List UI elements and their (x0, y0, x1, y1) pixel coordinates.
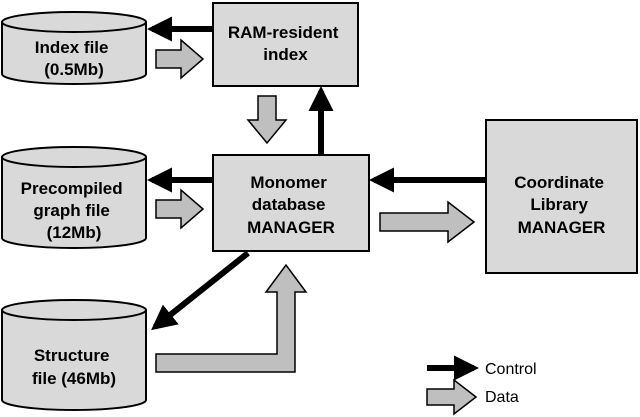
monomer-label-line1: Monomer (250, 173, 327, 192)
ram-resident-index-box: RAM-resident index (212, 2, 359, 87)
ram-index-label-line1: RAM-resident (228, 23, 339, 42)
coordinate-label-line2: Library (530, 195, 588, 214)
svg-text:Monomer database M: Monomer database MANAGER (247, 173, 335, 237)
data-arrow-structure-to-monomer (155, 263, 308, 373)
ram-index-label-line2: index (263, 45, 308, 64)
coordinate-label-line3: MANAGER (518, 218, 606, 237)
legend-data-arrow-icon (426, 378, 478, 416)
index-file-label-line2: (0.5Mb) (44, 60, 104, 79)
coordinate-label-line1: Coordinate (514, 173, 604, 192)
monomer-database-manager-box: Monomer database MANAGER (212, 154, 370, 252)
svg-text:RAM-resident index: RAM-resident index (228, 23, 343, 64)
svg-text:Structure file (46Mb): Structure file (46Mb) (32, 346, 116, 388)
structure-file-cylinder: Structure file (46Mb) (0, 299, 147, 411)
structure-label-line2: file (46Mb) (32, 369, 116, 388)
index-file-label-line1: Index file (35, 38, 109, 57)
structure-label-line1: Structure (34, 346, 110, 365)
monomer-label-line3: MANAGER (247, 218, 335, 237)
precompiled-label-line2: graph file (33, 201, 110, 220)
legend: Control Data (426, 355, 537, 416)
data-arrow-monomer-to-coordinate (379, 200, 476, 244)
svg-text:Coordinate Library: Coordinate Library MANAGER (514, 173, 608, 237)
svg-text:Precompiled graph file: Precompiled graph file (12Mb) (21, 179, 128, 242)
svg-text:Index file (0.5Mb): Index file (0.5Mb) (35, 38, 113, 79)
data-arrow-index-file-to-ram (155, 38, 205, 80)
legend-data-label: Data (485, 389, 519, 406)
precompiled-label-line3: (12Mb) (47, 223, 102, 242)
coordinate-library-manager-box: Coordinate Library MANAGER (485, 119, 638, 274)
precompiled-label-line1: Precompiled (21, 179, 123, 198)
data-arrow-precompiled-to-monomer (155, 188, 205, 230)
data-arrow-ram-to-monomer (246, 95, 288, 145)
precompiled-graph-file-cylinder: Precompiled graph file (12Mb) (0, 146, 147, 249)
monomer-label-line2: database (252, 195, 326, 214)
control-arrow-monomer-to-structure (151, 250, 250, 331)
index-file-cylinder: Index file (0.5Mb) (0, 11, 147, 85)
legend-control-label: Control (485, 361, 537, 378)
